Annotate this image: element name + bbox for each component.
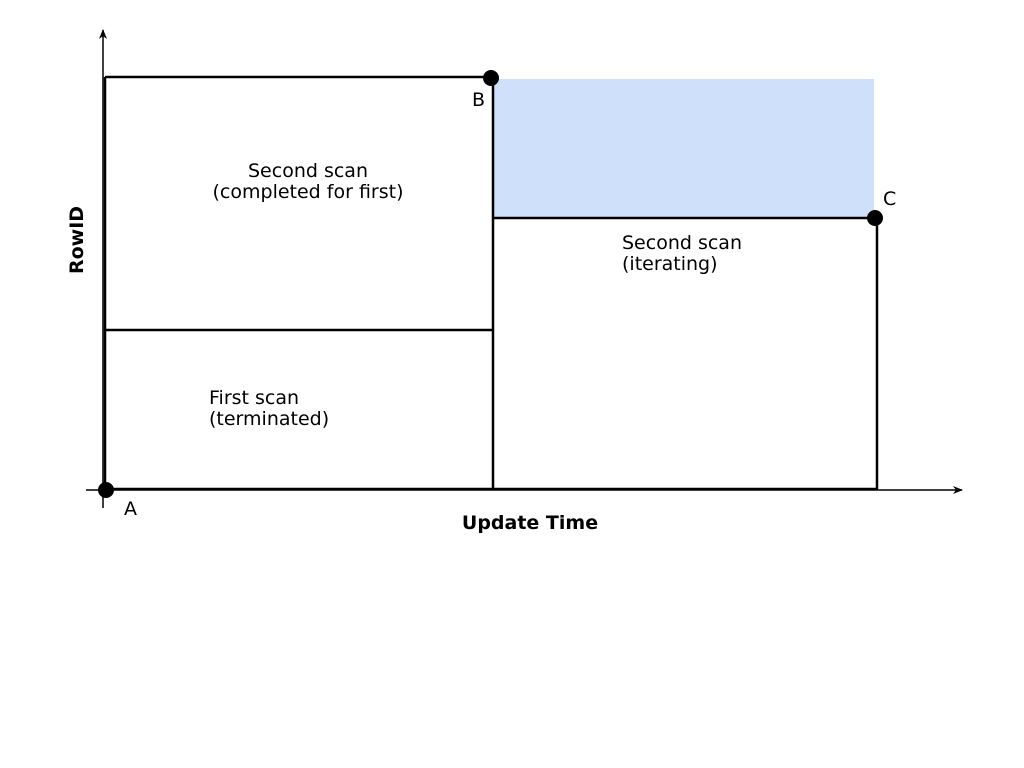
y-axis-title: RowID: [66, 206, 88, 274]
point-c-label: C: [883, 188, 896, 210]
point-b-label: B: [472, 89, 485, 111]
second-scan-iterating-line1: Second scan: [622, 232, 742, 254]
point-a-marker: [98, 482, 114, 498]
point-c-marker: [867, 210, 883, 226]
first-scan-line2: (terminated): [209, 408, 329, 430]
first-scan-line1: First scan: [209, 387, 299, 409]
second-scan-completed-line1: Second scan: [248, 160, 368, 182]
highlight-region: [494, 79, 874, 218]
point-a-label: A: [124, 498, 137, 520]
second-scan-completed-line2: (completed for first): [213, 181, 404, 203]
second-scan-iterating-line2: (iterating): [622, 253, 718, 275]
x-axis-title: Update Time: [462, 512, 598, 534]
point-b-marker: [483, 70, 499, 86]
